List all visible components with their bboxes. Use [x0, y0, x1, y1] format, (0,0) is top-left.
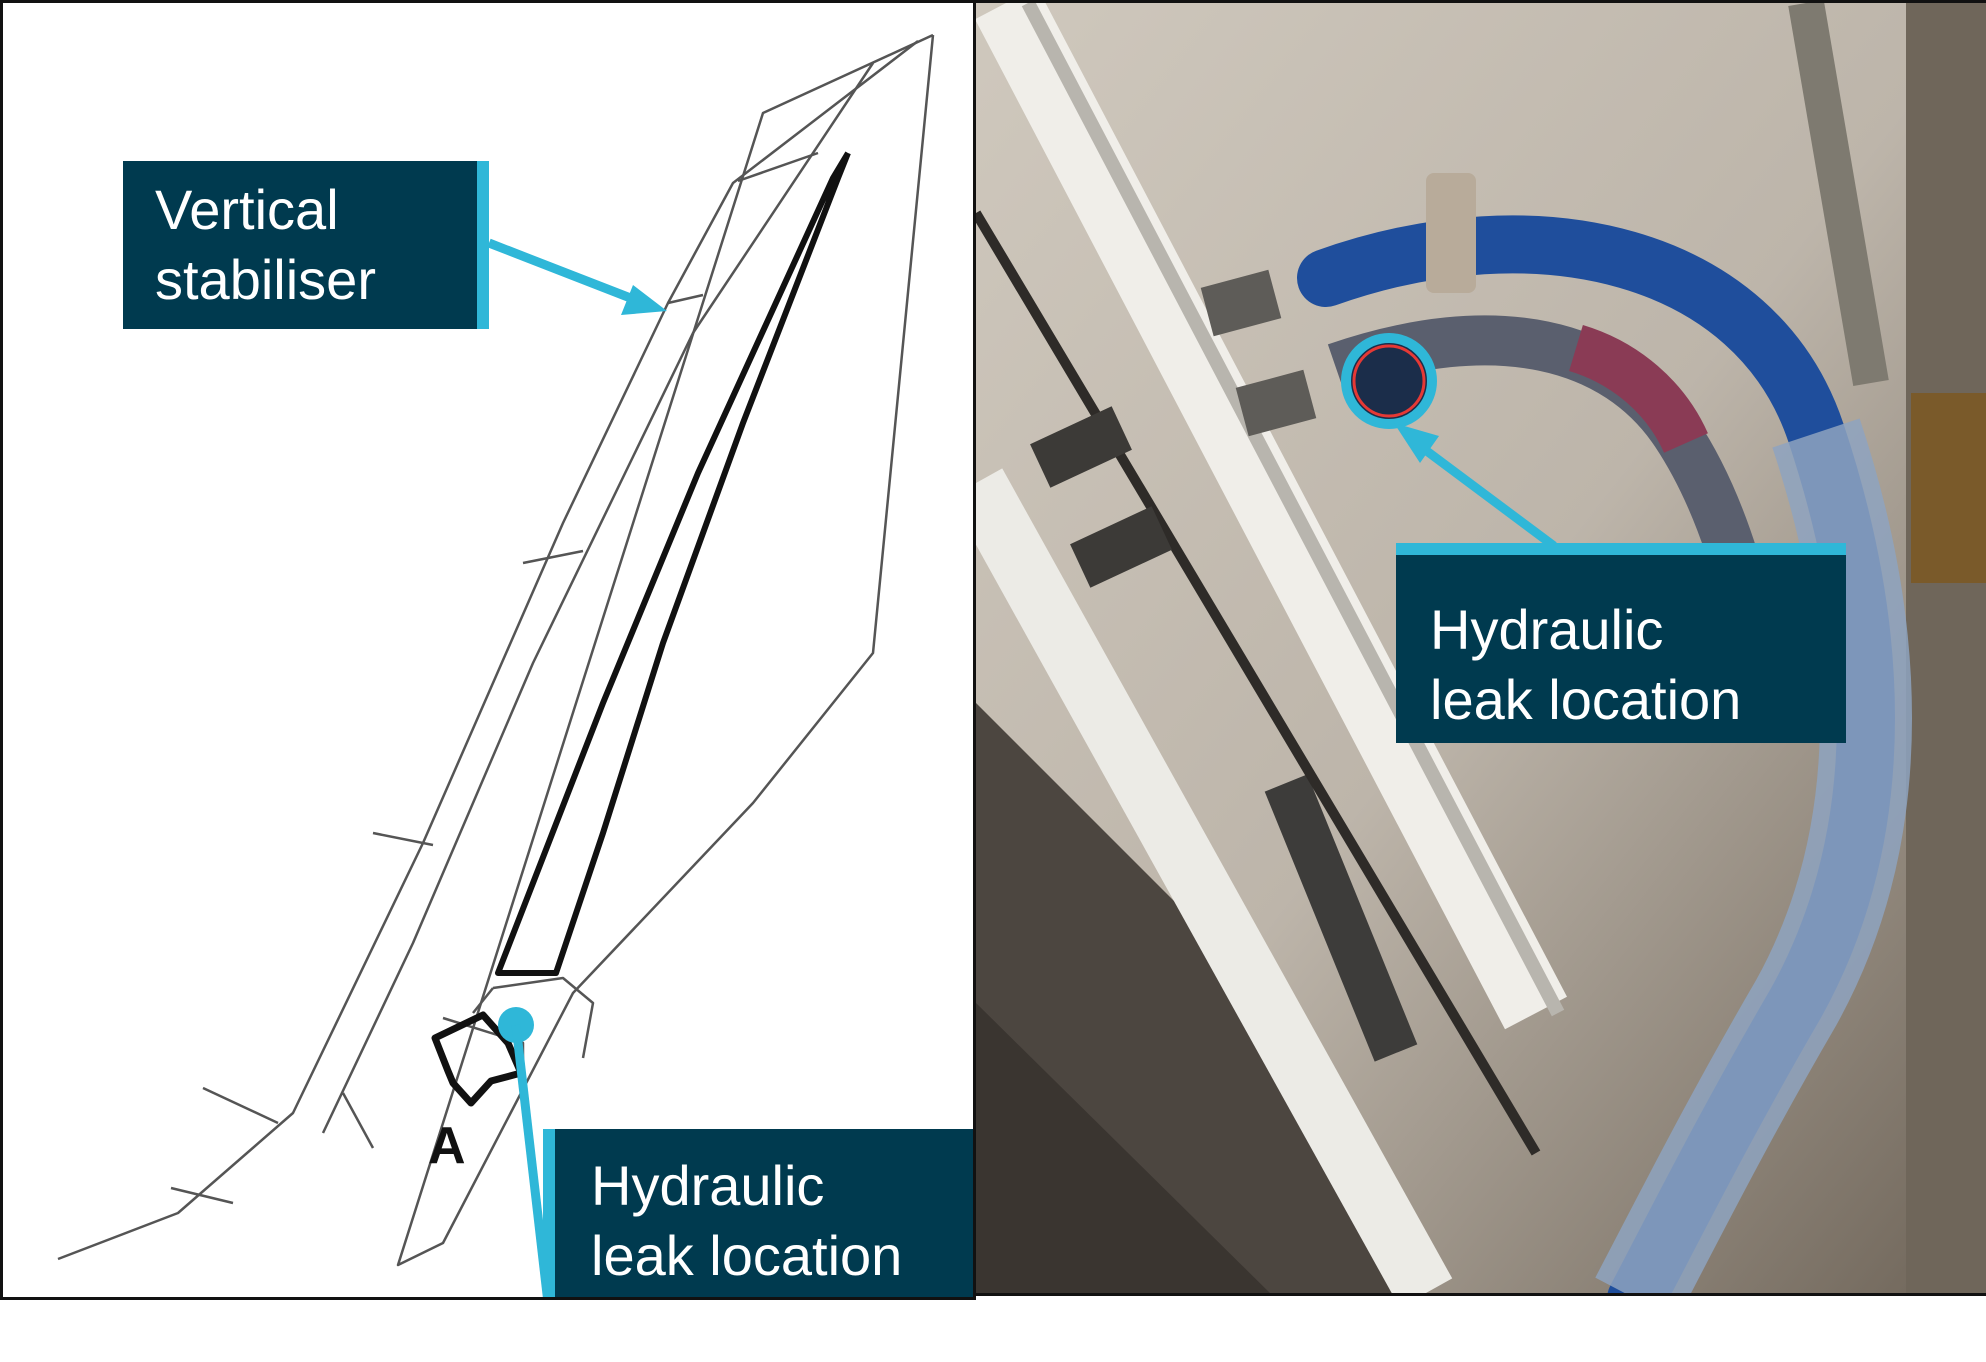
vertical-stabiliser-label: Vertical stabiliser	[123, 161, 489, 329]
stabiliser-outline	[396, 33, 935, 1267]
vertical-stabiliser-label-line2: stabiliser	[155, 248, 376, 311]
right-leak-arrowhead	[1394, 423, 1439, 463]
left-leak-label: Hydraulic leak location	[543, 1129, 973, 1297]
view-a-marker: A	[428, 1117, 466, 1175]
left-leak-label-line1: Hydraulic	[591, 1154, 825, 1217]
leading-edge-line	[57, 40, 919, 1261]
white-pipe-1	[976, 3, 1567, 1030]
view-a-arrow	[431, 1011, 525, 1107]
stabiliser-drawing: A	[57, 33, 935, 1297]
rudder-spar	[495, 151, 851, 976]
vertical-stabiliser-label-line1: Vertical	[155, 178, 339, 241]
right-leak-label-line2: leak location	[1430, 668, 1742, 731]
white-pipe-2	[976, 468, 1453, 1293]
stabiliser-pointer-arrowhead	[621, 285, 667, 315]
right-leak-label-line1: Hydraulic	[1430, 598, 1664, 661]
right-leak-ring	[1341, 333, 1437, 429]
right-leak-label: Hydraulic leak location	[1396, 543, 1846, 743]
inner-panel-line	[321, 62, 875, 1134]
left-leak-label-line2: leak location	[591, 1224, 903, 1287]
stabiliser-diagram-panel: A Vertical stabiliser Hydraulic leak loc…	[0, 0, 976, 1300]
